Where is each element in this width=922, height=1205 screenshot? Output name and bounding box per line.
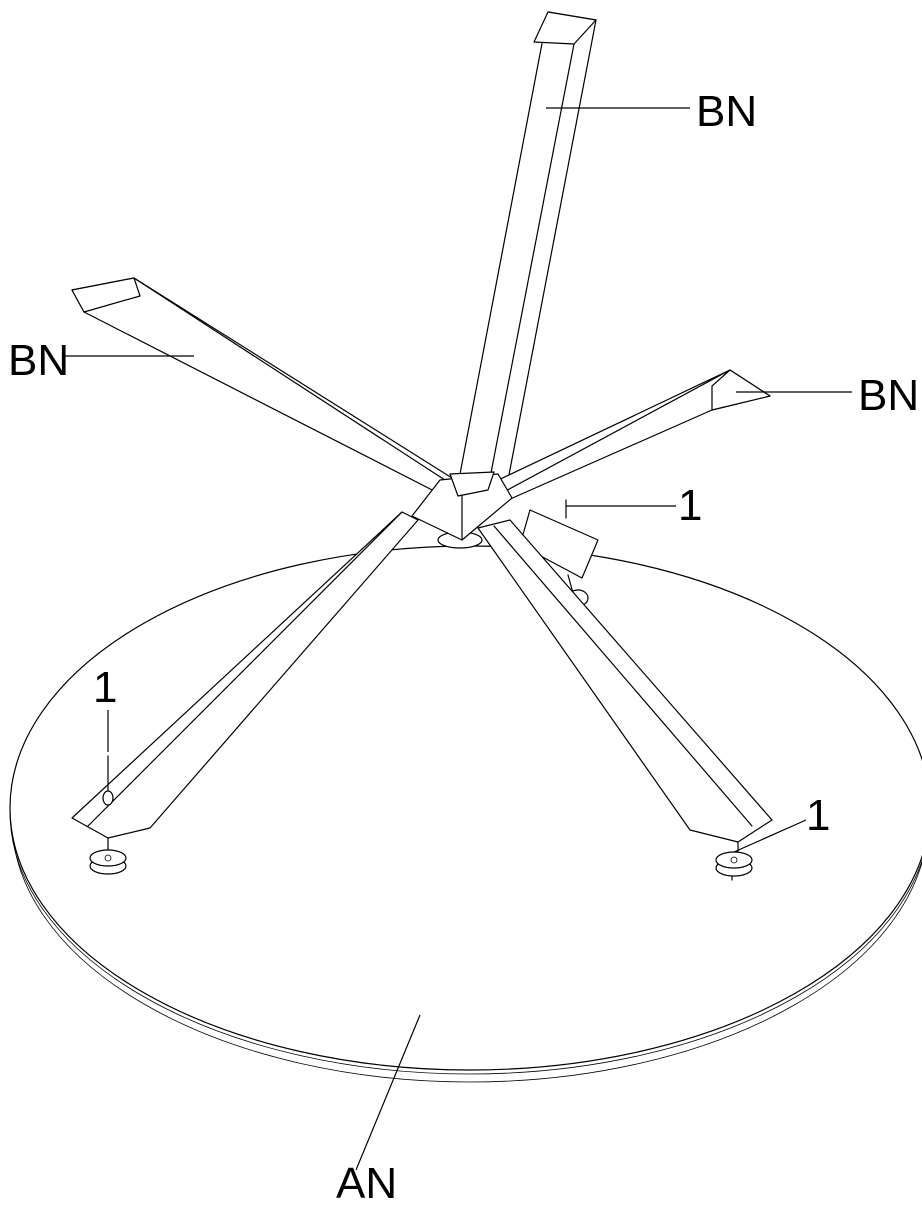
- screw-left: [102, 755, 114, 806]
- label-screw-right-upper: 1: [678, 481, 702, 530]
- leg-back-right: [489, 369, 771, 501]
- leader-lines: [64, 107, 852, 1171]
- label-bn-left: BN: [8, 336, 69, 385]
- leg-front-right: [477, 519, 773, 853]
- leg-back-left: [71, 277, 453, 495]
- foot-pad-left: [89, 849, 127, 875]
- leg-front-left: [71, 511, 419, 853]
- label-screw-right-lower: 1: [806, 791, 830, 840]
- hub-center: [411, 471, 513, 541]
- label-bn-top: BN: [696, 87, 757, 136]
- label-an: AN: [336, 1159, 397, 1205]
- label-bn-right: BN: [858, 371, 919, 420]
- leg-top: [459, 11, 597, 481]
- label-screw-left: 1: [93, 663, 117, 712]
- foot-pad-right: [715, 851, 753, 877]
